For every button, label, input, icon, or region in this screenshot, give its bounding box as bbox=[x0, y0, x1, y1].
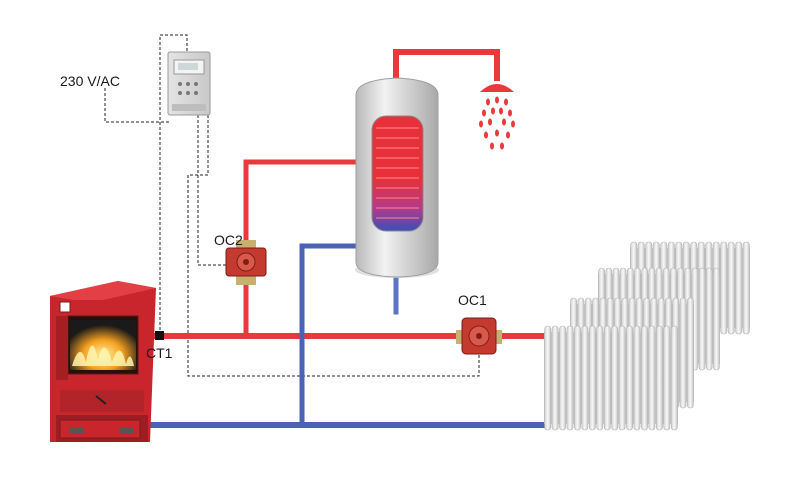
ct1-label: CT1 bbox=[146, 345, 173, 361]
water-drop bbox=[504, 98, 508, 106]
water-drop bbox=[500, 142, 504, 150]
control-wiring bbox=[104, 34, 480, 377]
radiator bbox=[544, 325, 678, 431]
water-drop bbox=[490, 142, 494, 150]
shower-head-icon bbox=[479, 84, 515, 150]
power-label: 230 V/AC bbox=[60, 73, 120, 89]
circulation-pump-oc2-icon bbox=[225, 240, 267, 285]
water-drop bbox=[502, 118, 506, 126]
radiator-icon bbox=[544, 241, 750, 431]
ct1-sensor bbox=[155, 331, 164, 340]
water-drop bbox=[495, 129, 499, 137]
circulation-pump-oc1-icon bbox=[456, 317, 502, 355]
power-wire bbox=[104, 88, 170, 123]
water-drop bbox=[499, 107, 503, 115]
water-drop bbox=[511, 120, 515, 128]
water-drop bbox=[484, 131, 488, 139]
water-drop bbox=[506, 131, 510, 139]
oc1-wire bbox=[187, 115, 480, 377]
water-drop bbox=[479, 120, 483, 128]
oc2-wire bbox=[197, 115, 228, 266]
water-drop bbox=[491, 107, 495, 115]
oc1-label: OC1 bbox=[458, 292, 487, 308]
sensor-wire bbox=[159, 34, 188, 330]
hot-water-tank-icon bbox=[355, 77, 439, 278]
water-drop bbox=[482, 109, 486, 117]
controller-unit-icon bbox=[167, 51, 211, 116]
water-drop bbox=[508, 109, 512, 117]
oc2-label: OC2 bbox=[214, 232, 243, 248]
solid-fuel-boiler-icon bbox=[50, 281, 156, 442]
tank-cold-return-pipe bbox=[299, 243, 361, 428]
water-drop bbox=[488, 118, 492, 126]
water-drop bbox=[486, 98, 490, 106]
water-drop bbox=[495, 96, 499, 104]
shower-pipe bbox=[393, 49, 500, 93]
